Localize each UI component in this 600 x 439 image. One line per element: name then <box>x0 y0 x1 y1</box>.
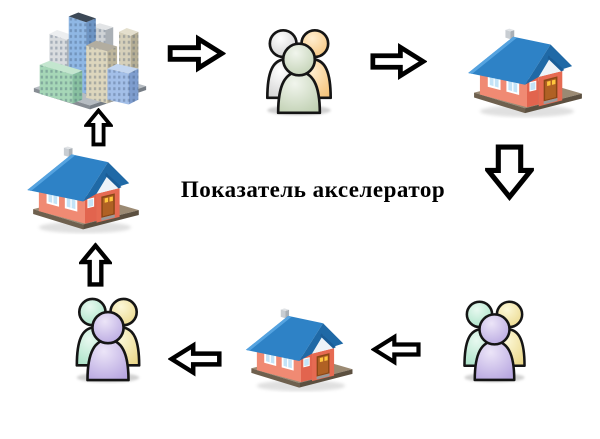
city-buildings-icon <box>30 4 150 114</box>
diagram-title: Показатель акселератор <box>180 177 446 202</box>
arrow-down-icon <box>485 144 534 201</box>
house-top-right-icon <box>466 22 588 122</box>
people-group-bottom-right-icon <box>455 287 534 386</box>
people-group-bottom-left-icon <box>67 283 149 387</box>
people-group-top-icon <box>257 17 341 117</box>
arrow-left-people-to-house-icon <box>371 330 421 369</box>
house-middle-left-icon <box>22 140 148 238</box>
arrow-up-people-to-house-icon <box>79 242 112 288</box>
house-bottom-center-icon <box>244 302 358 396</box>
arrow-up-house-to-city-icon <box>82 108 115 147</box>
arrow-left-house-to-people-icon <box>168 340 222 378</box>
arrow-right-people-to-house-icon <box>370 42 427 81</box>
arrow-right-city-to-people-icon <box>167 34 226 73</box>
